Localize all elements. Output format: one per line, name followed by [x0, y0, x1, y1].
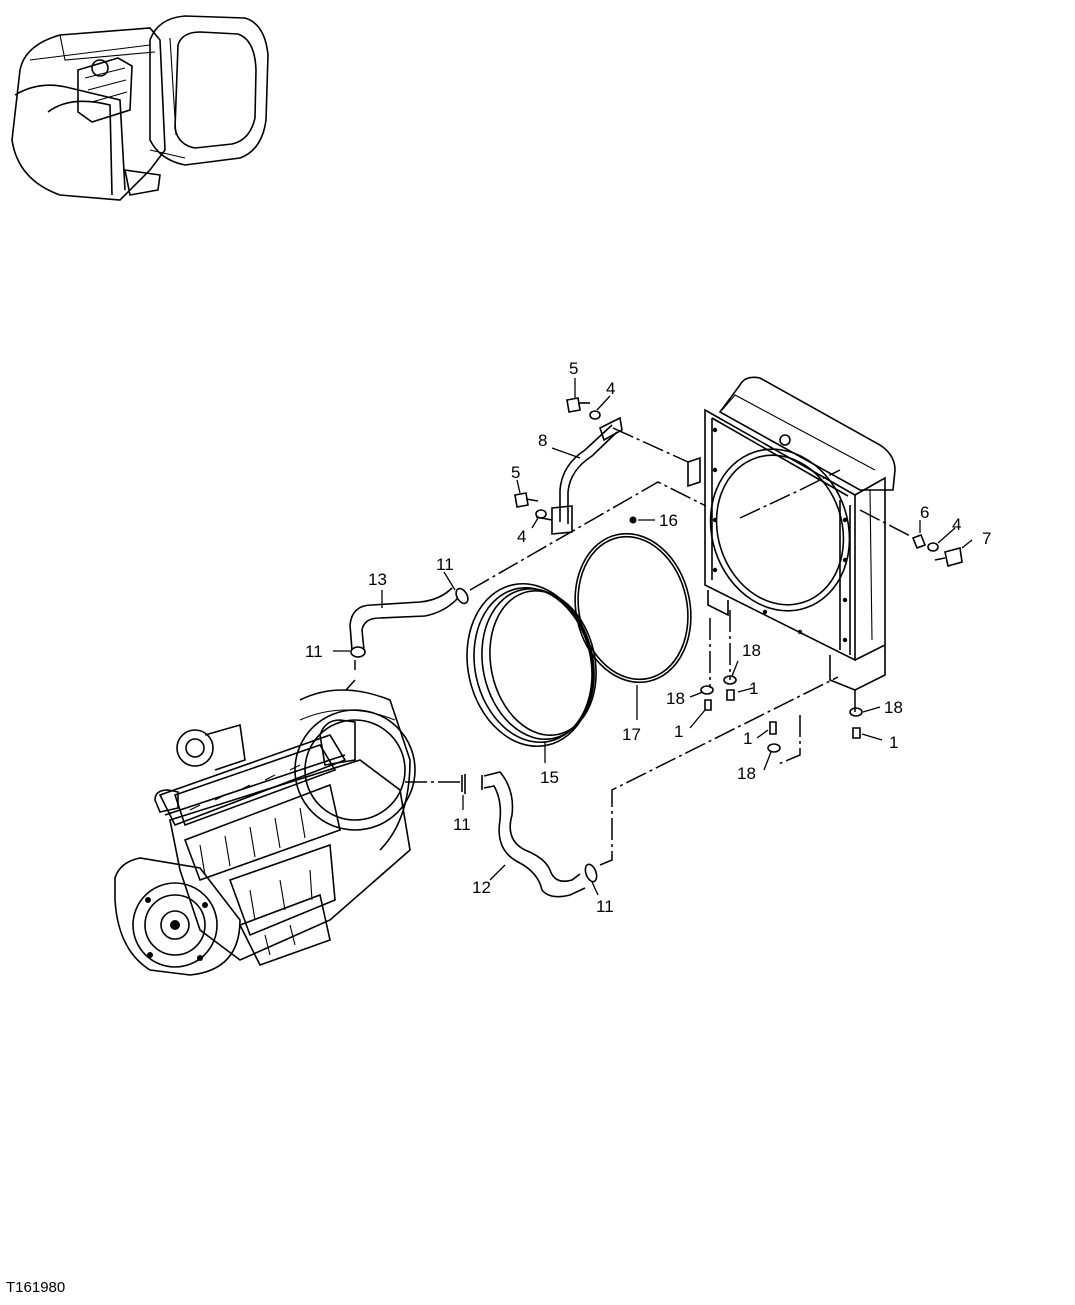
callout-1-top: 1 [749, 679, 758, 698]
callout-5-upper: 5 [569, 359, 578, 378]
callout-5-lower: 5 [511, 463, 520, 482]
machine-locator-view [11, 15, 269, 201]
callout-labels: 5 4 8 5 4 16 6 4 7 11 13 11 11 12 11 15 … [305, 359, 991, 916]
callout-1-left: 1 [674, 722, 683, 741]
engine-assembly [114, 689, 416, 976]
callout-12: 12 [472, 878, 491, 897]
callout-13: 13 [368, 570, 387, 589]
callout-11-upper-hose: 11 [436, 555, 454, 574]
callout-1-right: 1 [889, 733, 898, 752]
assembly-lines [345, 427, 913, 866]
lower-hose [461, 771, 598, 898]
callout-4-right: 4 [952, 515, 961, 534]
callout-18-bottom: 18 [737, 764, 756, 783]
callout-11-engine-inlet: 11 [453, 815, 471, 834]
callout-11-lower-hose: 11 [596, 897, 614, 916]
callout-4-upper: 4 [606, 379, 615, 398]
leader-lines [333, 378, 973, 896]
callout-17: 17 [622, 725, 641, 744]
seal-ring [466, 582, 597, 748]
callout-16: 16 [659, 511, 678, 530]
callout-15: 15 [540, 768, 559, 787]
callout-1-bottom: 1 [743, 729, 752, 748]
gasket [574, 516, 692, 684]
callout-11-engine-outlet: 11 [305, 642, 323, 661]
callout-18-left: 18 [666, 689, 685, 708]
callout-18-top: 18 [742, 641, 761, 660]
callout-6: 6 [920, 503, 929, 522]
radiator-assembly [687, 376, 896, 691]
callout-8: 8 [538, 431, 547, 450]
upper-hose [349, 587, 469, 658]
bracket-bolts [514, 397, 963, 568]
mount-hardware [700, 675, 863, 753]
callout-4-lower: 4 [517, 527, 526, 546]
callout-7: 7 [982, 529, 991, 548]
stay-bracket [551, 416, 623, 535]
figure-id: T161980 [6, 1279, 66, 1296]
callout-18-right: 18 [884, 698, 903, 717]
